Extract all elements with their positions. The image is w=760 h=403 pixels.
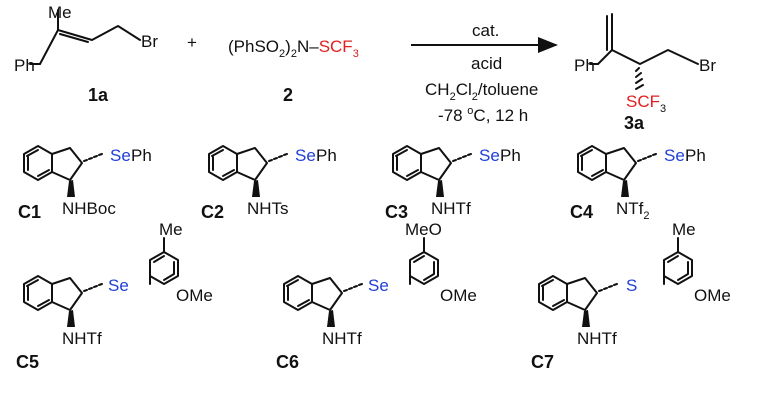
svg-text:NHBoc: NHBoc [62,199,116,218]
catalyst-c3: Se Ph NHTf C3 [385,145,521,222]
product-scf3-label: SCF3 [626,92,666,115]
svg-text:Me: Me [159,220,183,239]
reactant1-me-label: Me [48,3,72,22]
svg-text:Se: Se [108,276,129,295]
svg-text:NHTs: NHTs [247,199,289,218]
svg-text:NHTf: NHTf [62,329,102,348]
catalyst-c7: S NHTf C7 Me OMe [531,220,731,372]
svg-text:Se: Se [110,146,131,165]
reactant1-ph-label: Ph [14,56,35,75]
condition-temperature: -78 oC, 12 h [438,105,528,125]
svg-text:Ph: Ph [131,146,152,165]
svg-text:C7: C7 [531,352,554,372]
svg-text:Ph: Ph [685,146,706,165]
svg-text:MeO: MeO [405,220,442,239]
svg-text:NHTf: NHTf [577,329,617,348]
product-ph-label: Ph [574,56,595,75]
reactant1-br-label: Br [141,32,158,51]
catalyst-c4: Se Ph NTf2 C4 [570,145,706,222]
svg-text:OMe: OMe [440,286,477,305]
svg-text:C6: C6 [276,352,299,372]
svg-text:S: S [626,276,637,295]
condition-acid: acid [471,54,502,73]
plus-sign: + [187,33,197,52]
reaction-arrow: cat. acid CH2Cl2/toluene -78 oC, 12 h [411,21,558,125]
svg-text:Me: Me [672,220,696,239]
catalyst-c1: Se Ph NHBoc C1 [18,145,152,222]
compound-id-1a: 1a [88,85,109,105]
product-br-label: Br [699,56,716,75]
reactant-1a: Me Ph Br 1a [14,3,158,105]
product-3a: Ph Br SCF3 3a [574,13,716,133]
svg-text:C4: C4 [570,202,593,222]
reagent-2: (PhSO2)2N–SCF3 2 [228,37,359,105]
catalyst-c5: Se NHTf C5 Me OMe [16,220,213,372]
condition-solvent: CH2Cl2/toluene [425,80,538,103]
svg-text:Se: Se [664,146,685,165]
svg-text:NHTf: NHTf [322,329,362,348]
svg-text:C1: C1 [18,202,41,222]
svg-text:Ph: Ph [316,146,337,165]
catalyst-c2: Se Ph NHTs C2 [201,145,337,222]
svg-text:Se: Se [295,146,316,165]
svg-text:Se: Se [368,276,389,295]
svg-text:NTf2: NTf2 [616,199,650,222]
compound-id-3a: 3a [624,113,645,133]
svg-text:OMe: OMe [694,286,731,305]
svg-text:OMe: OMe [176,286,213,305]
catalyst-c6: Se NHTf C6 MeO OMe [276,220,477,372]
svg-text:(PhSO2)2N–SCF3: (PhSO2)2N–SCF3 [228,37,359,60]
svg-text:C2: C2 [201,202,224,222]
svg-text:Se: Se [479,146,500,165]
svg-text:Ph: Ph [500,146,521,165]
svg-text:C3: C3 [385,202,408,222]
condition-catalyst: cat. [472,21,499,40]
svg-text:C5: C5 [16,352,39,372]
compound-id-2: 2 [283,85,293,105]
svg-text:NHTf: NHTf [431,199,471,218]
